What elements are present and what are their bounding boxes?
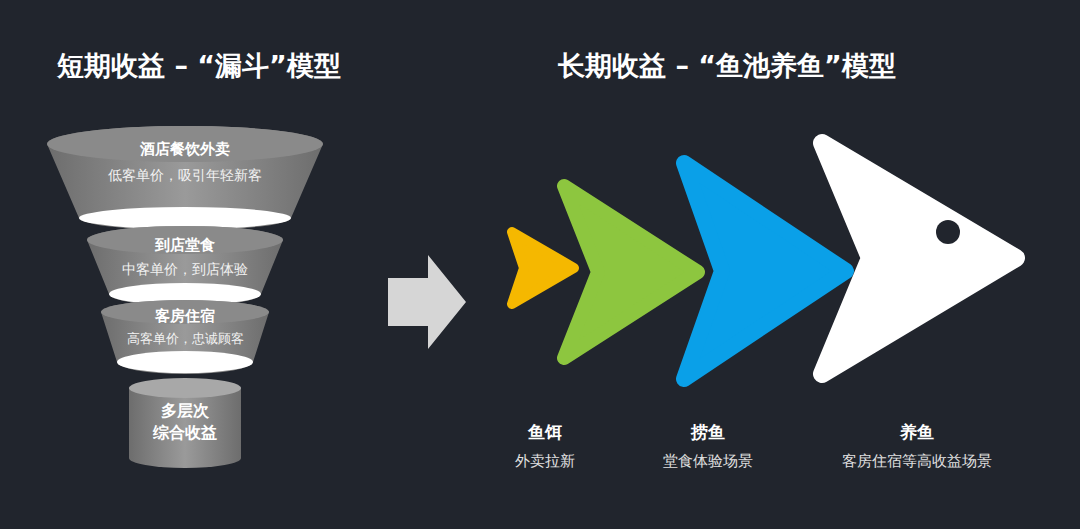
stage-name: 捞鱼 [691,421,725,444]
raise-fish [684,163,846,379]
stage-note: 堂食体验场景 [663,452,753,471]
stage-note: 外卖拉新 [515,452,575,471]
transition-arrow [388,255,466,349]
fish-eye [936,220,960,244]
layer-title: 客房住宿 [155,307,215,326]
layer-title: 酒店餐饮外卖 [140,140,230,159]
section-title: 短期收益 – “漏斗”模型 [57,48,341,84]
layer-note: 中客单价，到店体验 [122,261,248,279]
layer-note: 高客单价，忠诚顾客 [127,331,244,348]
big-fish [822,143,1016,374]
funnel-band: 到店堂食中客单价，到店体验 [87,226,283,306]
funnel-band: 客房住宿高客单价，忠诚顾客 [101,300,269,374]
funnel-band: 酒店餐饮外卖低客单价，吸引年轻新客 [47,126,323,230]
layer-title: 多层次 综合收益 [151,400,218,443]
stage-name: 养鱼 [900,421,934,444]
stage-name: 鱼饵 [528,421,562,444]
layer-note: 低客单价，吸引年轻新客 [108,167,262,185]
catch-fish [564,186,698,358]
funnel-cylinder: 多层次 综合收益 [129,378,241,468]
stage-note: 客房住宿等高收益场景 [842,452,992,471]
bait-fish [512,232,574,304]
section-title: 长期收益 – “鱼池养鱼”模型 [558,48,896,84]
layer-title: 到店堂食 [155,236,215,255]
